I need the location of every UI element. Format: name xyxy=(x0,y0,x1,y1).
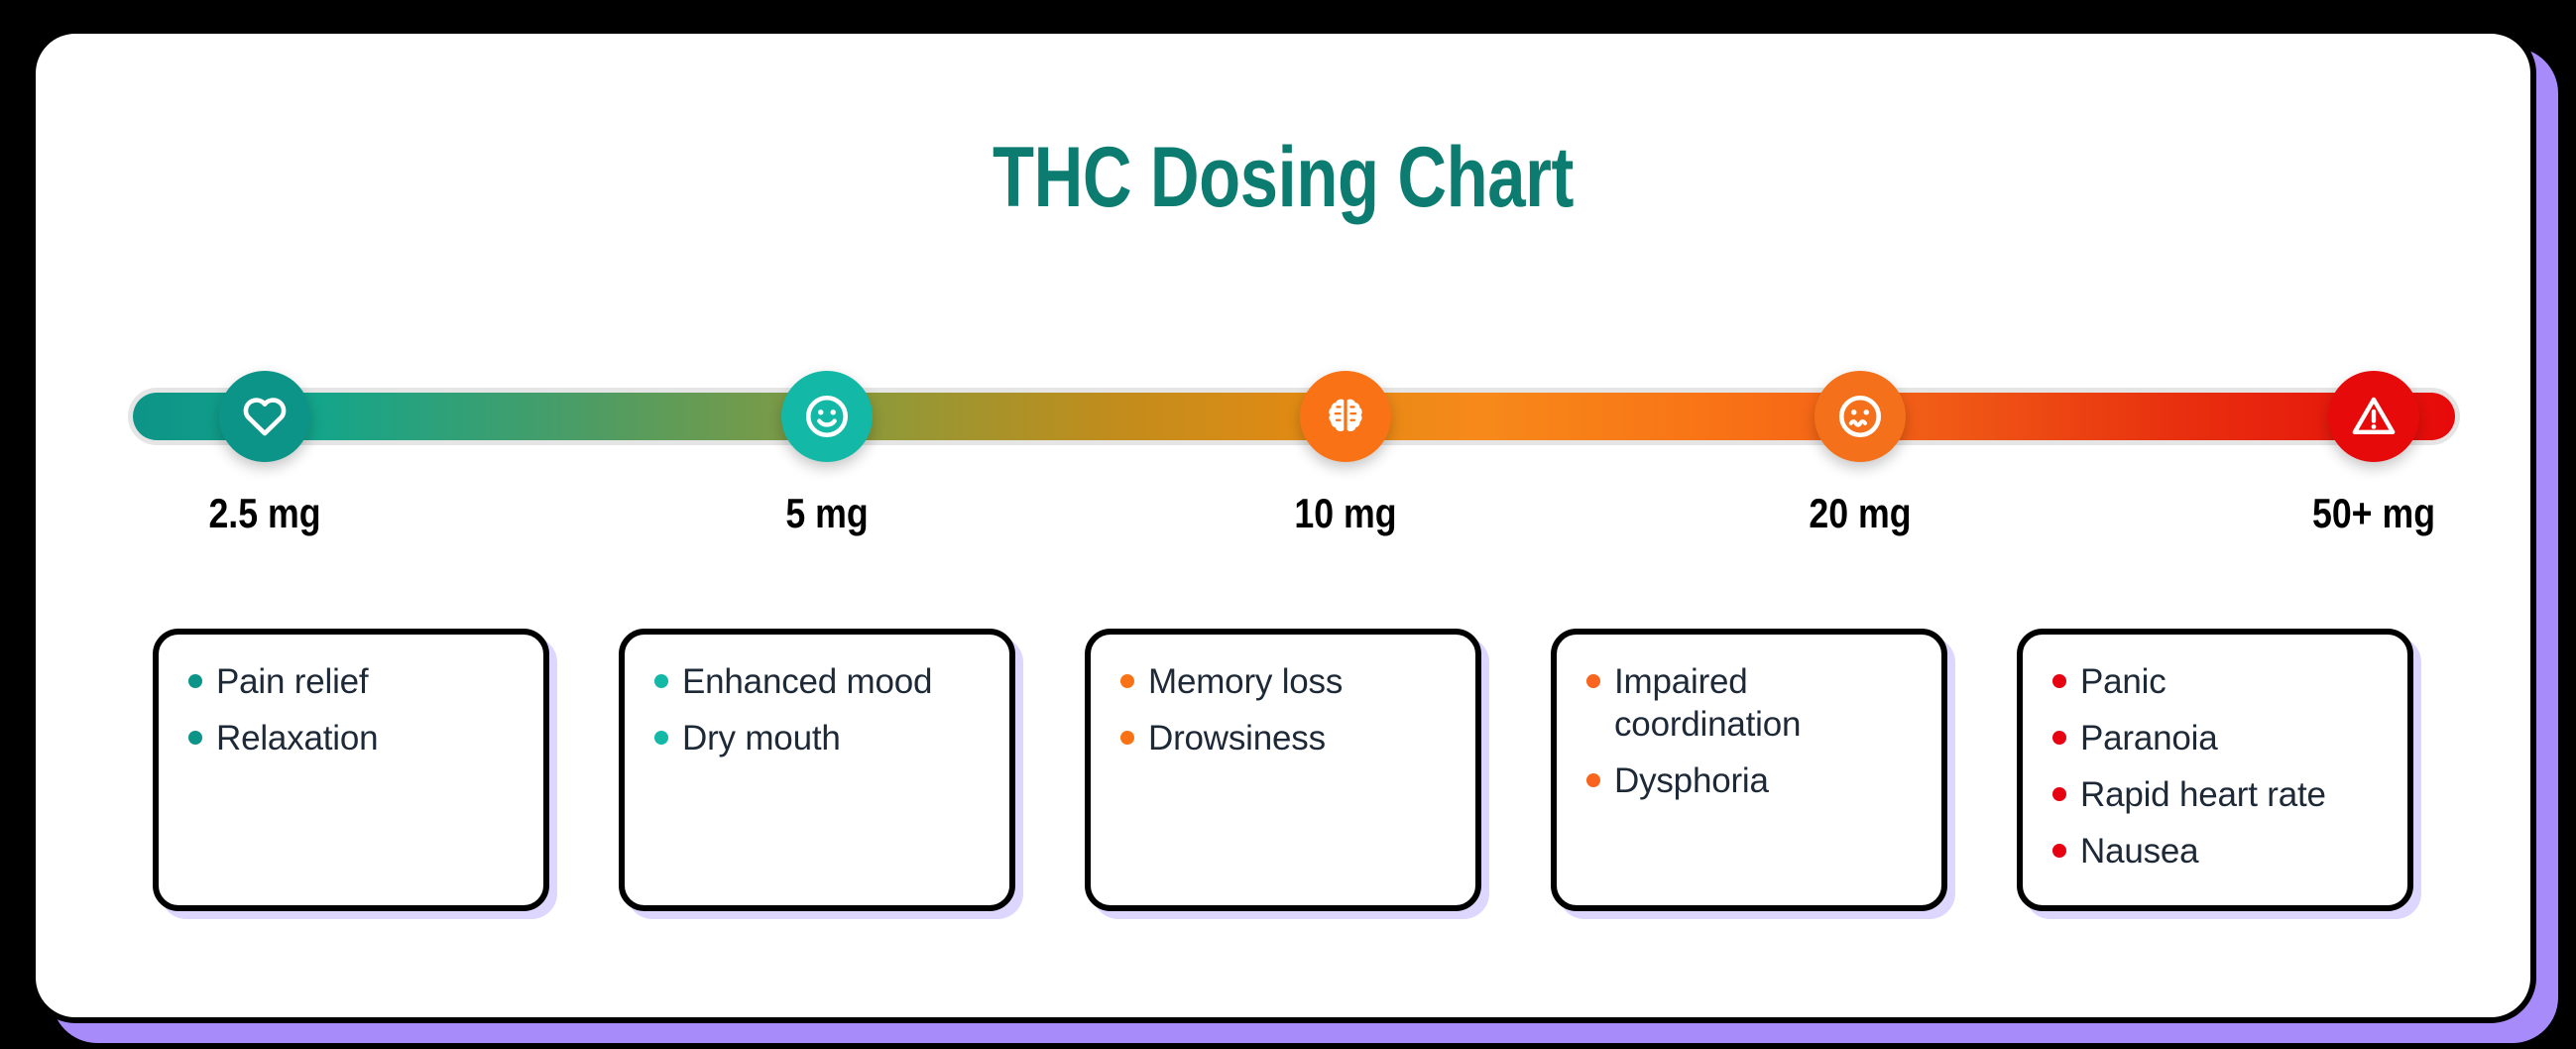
dose-scale: 2.5 mg 5 mg 10 mg 20 mg 50+ mg xyxy=(133,362,2455,536)
effect-label: Enhanced mood xyxy=(682,662,933,701)
list-item: Drowsiness xyxy=(1120,717,1454,759)
list-item: Dry mouth xyxy=(654,717,988,759)
effect-label: Panic xyxy=(2080,662,2166,701)
confused-face-icon xyxy=(1835,392,1885,441)
bullet-dot-icon xyxy=(1586,773,1600,787)
bullet-dot-icon xyxy=(654,731,668,745)
bullet-dot-icon xyxy=(188,731,202,745)
bullet-dot-icon xyxy=(1120,731,1134,745)
page-title: THC Dosing Chart xyxy=(992,130,1575,225)
heart-icon xyxy=(240,392,290,441)
list-item: Rapid heart rate xyxy=(2052,773,2386,816)
list-item: Panic xyxy=(2052,660,2386,703)
bullet-dot-icon xyxy=(188,674,202,688)
effect-label: Impaired coordination xyxy=(1614,662,1802,744)
effect-label: Relaxation xyxy=(216,719,379,758)
dose-label: 5 mg xyxy=(785,490,869,536)
list-item: Enhanced mood xyxy=(654,660,988,703)
effect-label: Memory loss xyxy=(1148,662,1344,701)
list-item: Pain relief xyxy=(188,660,522,703)
effect-label: Paranoia xyxy=(2080,719,2218,758)
effect-label: Drowsiness xyxy=(1148,719,1326,758)
dose-marker-5-mg[interactable] xyxy=(772,362,882,471)
effect-label: Rapid heart rate xyxy=(2080,775,2326,814)
dose-marker-20-mg[interactable] xyxy=(1806,362,1916,471)
dose-gradient-bar xyxy=(133,393,2455,440)
bullet-dot-icon xyxy=(2052,787,2066,801)
list-item: Paranoia xyxy=(2052,717,2386,759)
thc-dosing-chart-panel: THC Dosing Chart 2.5 mg 5 mg 10 mg 20 mg 50+… xyxy=(30,28,2536,1023)
dose-label: 50+ mg xyxy=(2311,490,2436,536)
dose-label: 2.5 mg xyxy=(208,490,322,536)
list-item: Nausea xyxy=(2052,830,2386,873)
bullet-dot-icon xyxy=(2052,731,2066,745)
dose-marker-50+-mg[interactable] xyxy=(2319,362,2429,471)
bullet-dot-icon xyxy=(1586,674,1600,688)
effect-label: Pain relief xyxy=(216,662,369,701)
brain-icon xyxy=(1321,392,1370,441)
list-item: Impaired coordination xyxy=(1586,660,1920,746)
list-item: Memory loss xyxy=(1120,660,1454,703)
effect-label: Nausea xyxy=(2080,832,2199,871)
dose-label: 10 mg xyxy=(1293,490,1397,536)
warning-triangle-icon xyxy=(2349,392,2399,441)
dose-marker-2-5-mg[interactable] xyxy=(210,362,320,471)
effect-label: Dysphoria xyxy=(1614,761,1769,800)
bullet-dot-icon xyxy=(2052,674,2066,688)
list-item: Relaxation xyxy=(188,717,522,759)
dose-marker-10-mg[interactable] xyxy=(1290,362,1400,471)
bullet-dot-icon xyxy=(2052,844,2066,858)
bullet-dot-icon xyxy=(654,674,668,688)
effect-label: Dry mouth xyxy=(682,719,841,758)
list-item: Dysphoria xyxy=(1586,759,1920,802)
dose-label: 20 mg xyxy=(1809,490,1913,536)
bullet-dot-icon xyxy=(1120,674,1134,688)
smiley-face-icon xyxy=(802,392,852,441)
